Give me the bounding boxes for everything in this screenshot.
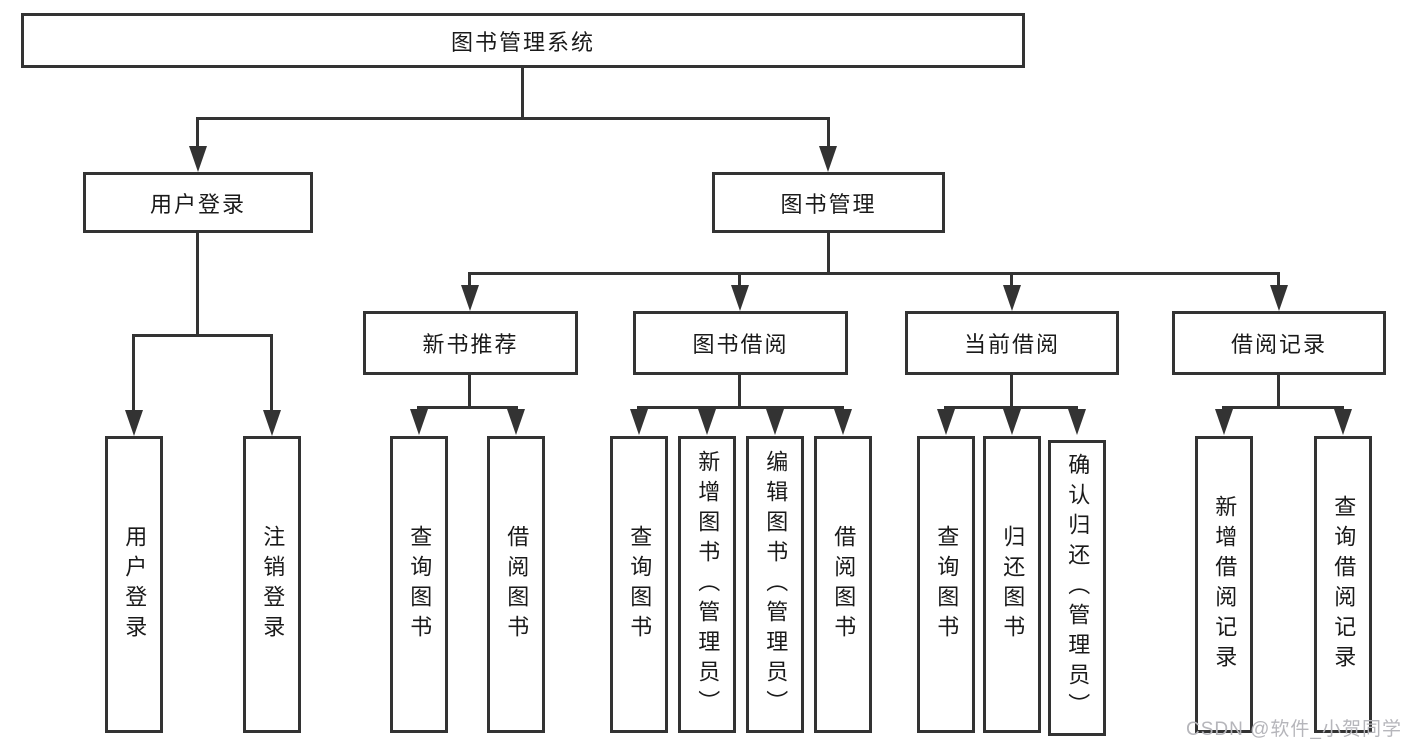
leaf-borrow-books-borrowing: 借阅图书 [814,436,872,733]
connector-line [468,272,471,289]
leaf-add-books-admin: 新增图书（管理员） [678,436,736,733]
leaf-edit-books-admin: 编辑图书（管理员） [746,436,804,733]
node-label: 查询图书 [934,524,960,645]
arrow-down-icon [507,409,525,435]
node-label: 当前借阅 [963,332,1060,357]
arrow-down-icon [834,409,852,435]
node-label: 新增借阅记录 [1212,494,1238,675]
leaf-logout: 注销登录 [243,436,301,733]
arrow-down-icon [698,409,716,435]
connector-line [196,117,199,149]
connector-line [1277,272,1280,289]
node-borrowing-records: 借阅记录 [1172,311,1386,375]
connector-line [637,406,844,409]
connector-line [468,375,471,408]
node-label: 借阅图书 [831,524,857,645]
arrow-down-icon [630,409,648,435]
connector-line [196,117,830,120]
node-label: 新书推荐 [422,332,519,357]
node-label: 归还图书 [1000,524,1026,645]
arrow-down-icon [766,409,784,435]
arrow-down-icon [1003,285,1021,311]
arrow-down-icon [1215,409,1233,435]
connector-line [132,334,135,412]
node-label: 借阅记录 [1230,332,1327,357]
arrow-down-icon [1003,409,1021,435]
connector-line [827,233,830,273]
connector-line [468,272,1280,275]
connector-line [132,334,273,337]
node-label: 图书管理 [780,191,877,217]
connector-line [1222,406,1344,409]
node-label: 图书借阅 [692,332,789,357]
arrow-down-icon [1270,285,1288,311]
arrow-down-icon [125,410,143,436]
node-label: 编辑图书（管理员） [763,449,789,720]
arrow-down-icon [410,409,428,435]
connector-line [521,68,524,118]
watermark: CSDN @软件_小贺同学 [1186,719,1402,740]
connector-line [738,375,741,408]
node-label: 新增图书（管理员） [695,449,721,720]
node-label: 确认归还（管理员） [1065,453,1091,723]
connector-line [827,117,830,149]
node-label: 注销登录 [260,524,286,645]
leaf-return-books: 归还图书 [983,436,1041,733]
connector-line [1010,272,1013,289]
node-label: 用户登录 [122,524,148,645]
node-book-borrowing: 图书借阅 [633,311,848,375]
node-label: 图书管理系统 [450,29,595,55]
connector-line [1277,375,1280,408]
node-library-management-system: 图书管理系统 [21,13,1025,68]
node-label: 借阅图书 [504,524,530,645]
arrow-down-icon [937,409,955,435]
node-user-login: 用户登录 [83,172,313,233]
leaf-query-books-current: 查询图书 [917,436,975,733]
arrow-down-icon [189,146,207,172]
node-label: 查询借阅记录 [1331,494,1357,675]
leaf-confirm-return-admin: 确认归还（管理员） [1048,440,1106,736]
leaf-query-books-recommend: 查询图书 [390,436,448,733]
connector-line [270,334,273,412]
node-book-management: 图书管理 [712,172,945,233]
arrow-down-icon [731,285,749,311]
leaf-borrow-books-recommend: 借阅图书 [487,436,545,733]
node-label: 查询图书 [627,524,653,645]
node-label: 用户登录 [149,191,246,217]
connector-line [417,406,518,409]
leaf-query-borrow-record: 查询借阅记录 [1314,436,1372,733]
connector-line [196,233,199,335]
node-current-borrowing: 当前借阅 [905,311,1119,375]
leaf-add-borrow-record: 新增借阅记录 [1195,436,1253,733]
arrow-down-icon [461,285,479,311]
connector-line [1010,375,1013,408]
node-label: 查询图书 [407,524,433,645]
arrow-down-icon [819,146,837,172]
arrow-down-icon [1068,409,1086,435]
leaf-query-books-borrowing: 查询图书 [610,436,668,733]
node-new-book-recommendation: 新书推荐 [363,311,578,375]
connector-line [944,406,1078,409]
arrow-down-icon [263,410,281,436]
arrow-down-icon [1334,409,1352,435]
connector-line [738,272,741,289]
leaf-user-login: 用户登录 [105,436,163,733]
